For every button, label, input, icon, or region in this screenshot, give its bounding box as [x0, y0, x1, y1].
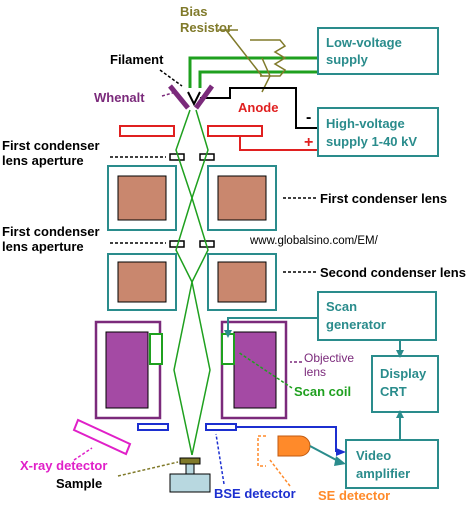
- bse-signal-line: [236, 426, 337, 452]
- first-condenser-lens-label: First condenser lens: [320, 191, 447, 206]
- electron-beam: [173, 109, 211, 456]
- objective-lens: [94, 320, 288, 420]
- objective-lens-label-1: Objective: [304, 351, 354, 365]
- bse-detector-label: BSE detector: [214, 486, 296, 501]
- first-condenser-lens: [107, 165, 277, 231]
- display-crt-box: [371, 355, 439, 413]
- bse-detector-right: [205, 423, 237, 431]
- anode-plate-right: [207, 125, 263, 137]
- second-condenser-lens-label: Second condenser lens: [320, 265, 466, 280]
- filament-label: Filament: [110, 52, 164, 67]
- display-crt-label-2: CRT: [380, 384, 407, 399]
- high-voltage-supply-box: [317, 107, 439, 157]
- bse-detector-left: [137, 423, 169, 431]
- objective-lens-label-2: lens: [304, 365, 326, 379]
- high-voltage-label-2: supply 1-40 kV: [326, 134, 417, 149]
- video-amplifier-label-2: amplifier: [356, 466, 410, 481]
- arrow-bse-to-video: [336, 448, 346, 456]
- sample-label: Sample: [56, 476, 102, 491]
- filament-wires: [188, 56, 318, 88]
- scan-coil-label: Scan coil: [294, 384, 351, 399]
- video-amplifier-box: [345, 439, 439, 489]
- anode-label: Anode: [238, 100, 278, 115]
- se-signal-line: [309, 445, 341, 463]
- arrow-se-to-video: [334, 456, 346, 466]
- scan-coil-left: [149, 333, 163, 365]
- arrow-scan-to-display: [396, 350, 404, 358]
- bias-resistor: [218, 29, 287, 93]
- arrow-video-to-display: [396, 410, 404, 418]
- low-voltage-label-1: Low-voltage: [326, 35, 402, 50]
- display-crt-label-1: Display: [380, 366, 427, 381]
- whenalt-label: Whenalt: [94, 90, 145, 105]
- anode-plate-left: [119, 125, 175, 137]
- first-condenser-aperture-label-1: First condenser: [2, 138, 100, 153]
- first-condenser-aperture-label-2b: lens aperture: [2, 239, 84, 254]
- scan-generator-box: [317, 291, 437, 341]
- sample: [179, 457, 201, 465]
- minus-symbol: -: [306, 109, 311, 126]
- bias-resistor-label-2: Resistor: [180, 20, 232, 35]
- plus-symbol: +: [304, 134, 313, 151]
- xray-detector-label: X-ray detector: [20, 458, 107, 473]
- se-detector-bracket: [257, 435, 266, 467]
- website-label: www.globalsino.com/EM/: [249, 235, 379, 247]
- scan-coil-right: [221, 333, 235, 365]
- low-voltage-supply-box: [317, 27, 439, 75]
- second-condenser-lens: [107, 253, 277, 311]
- high-voltage-label-1: High-voltage: [326, 116, 405, 131]
- leader-lines: [73, 69, 316, 487]
- se-detector: [277, 435, 311, 457]
- low-voltage-label-2: supply: [326, 52, 369, 67]
- first-condenser-aperture-label-2: First condenser: [2, 224, 100, 239]
- video-amplifier-label-1: Video: [356, 448, 391, 463]
- stage-post: [185, 463, 195, 475]
- scan-generator-label-1: Scan: [326, 299, 357, 314]
- whenalt-cap: [168, 84, 215, 110]
- arrow-scan-to-coil: [224, 330, 232, 338]
- negative-wire: [200, 87, 318, 129]
- bias-resistor-label-1: Bias: [180, 4, 207, 19]
- filament-tip: [187, 91, 201, 107]
- first-condenser-aperture-label-1b: lens aperture: [2, 153, 84, 168]
- stage-base: [169, 473, 211, 493]
- positive-wire: [239, 135, 318, 151]
- xray-detector: [72, 418, 132, 456]
- scan-generator-label-2: generator: [326, 317, 386, 332]
- se-detector-label: SE detector: [318, 488, 390, 503]
